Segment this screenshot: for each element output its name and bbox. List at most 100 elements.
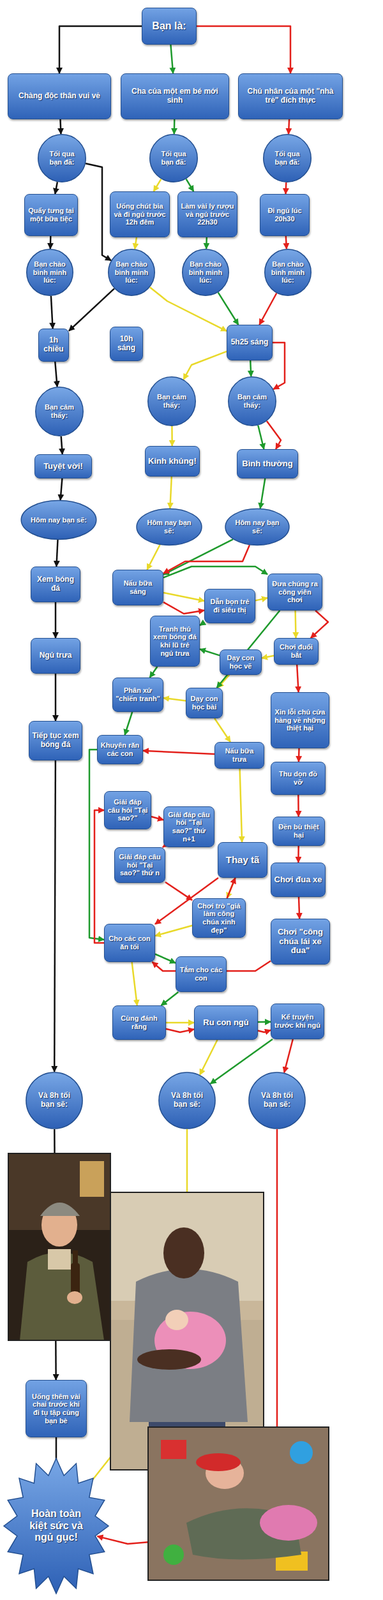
- node-label: Chơi trò "giả làm công chúa xinh đẹp": [195, 902, 243, 936]
- connector: [165, 1029, 195, 1033]
- connector: [297, 795, 300, 818]
- node-outline-shape: [38, 134, 86, 182]
- process-box: Đi ngủ lúc 20h30: [259, 194, 310, 237]
- node-outline-shape: [225, 509, 290, 546]
- connector: [257, 1021, 271, 1024]
- connector: [250, 360, 251, 377]
- connector: [51, 296, 53, 329]
- connector: [169, 476, 172, 509]
- connector: [259, 293, 277, 326]
- node-label: Cha của một em bé mới sinh: [123, 87, 226, 106]
- photo-nursery-part: [148, 1427, 329, 1582]
- node-outline-shape: [3, 1459, 109, 1595]
- connector: [54, 361, 57, 387]
- process-box: Nấu bữa trưa: [214, 742, 265, 770]
- process-box: Nấu bữa sáng: [112, 570, 164, 606]
- node-label: Nấu bữa sáng: [115, 579, 161, 596]
- process-box: Cha của một em bé mới sinh: [120, 73, 230, 120]
- connector: [125, 712, 133, 736]
- node-label: Khuyên răn các con: [100, 741, 140, 758]
- node-label: 1h chiều: [41, 336, 66, 355]
- connector: [257, 1030, 271, 1033]
- connector: [170, 44, 173, 74]
- photo-father-part: [129, 1269, 248, 1423]
- question-circle: Bạn cảm thấy:: [227, 376, 277, 427]
- process-box: Chơi đua xe: [270, 863, 326, 898]
- node-label: Phân xử "chiến tranh": [115, 686, 161, 703]
- node-label: Giải đáp câu hỏi "Tại sao?" thứ n+1: [166, 811, 212, 844]
- process-box: Làm vài ly rượu và ngủ trước 22h30: [177, 191, 238, 238]
- connector: [260, 478, 266, 509]
- node-label: Bạn cảm thấy:: [153, 393, 190, 410]
- connector: [227, 878, 236, 899]
- connector: [171, 426, 173, 447]
- connector: [163, 593, 205, 602]
- node-label: Hôm nay bạn sẽ:: [30, 516, 88, 525]
- process-box: Uống chút bia và đi ngủ trước 12h đêm: [109, 191, 170, 238]
- process-box: Giải đáp câu hỏi "Tại sao?": [104, 791, 152, 830]
- node-outline-shape: [182, 249, 230, 297]
- connector: [132, 962, 138, 1007]
- process-box: Uống thêm vài chai trước khi đi tụ tập c…: [25, 1380, 87, 1439]
- question-circle: Bạn chào bình minh lúc:: [26, 248, 74, 297]
- connector: [227, 878, 236, 899]
- connector: [218, 292, 239, 325]
- process-box: 10h sáng: [109, 326, 143, 362]
- node-label: Bình thường: [240, 459, 295, 470]
- node-label: Quẩy tưng tại một bữa tiệc: [27, 206, 75, 223]
- process-box: Thay tã: [217, 842, 268, 879]
- node-label: Bạn chào bình minh lúc:: [188, 260, 224, 285]
- connector: [255, 598, 268, 601]
- node-label: Tối qua bạn đã:: [269, 150, 306, 166]
- connector: [151, 817, 164, 821]
- node-label: Uống thêm vài chai trước khi đi tụ tập c…: [28, 1393, 84, 1427]
- process-box: Giải đáp câu hỏi "Tại sao?" thứ n+1: [163, 806, 215, 848]
- node-label: Giải đáp câu hỏi "Tại sao?": [107, 798, 149, 823]
- connector: [54, 760, 56, 1073]
- connector: [59, 26, 142, 74]
- node-label: Xin lỗi chủ cửa hàng về những thiệt hại: [273, 708, 327, 733]
- node-label: Tắm cho các con: [178, 966, 224, 983]
- node-outline-shape: [108, 249, 156, 297]
- connector: [153, 179, 162, 192]
- node-label: 5h25 sáng: [229, 338, 270, 348]
- node-label: Chơi đua xe: [273, 875, 323, 886]
- node-label: Kinh khủng!: [148, 457, 197, 467]
- process-box: Tuyệt vời!: [34, 454, 92, 479]
- photo-nursery-part: [163, 1545, 184, 1566]
- process-box: Cho các con ăn tối: [104, 924, 156, 963]
- node-label: Hôm nay bạn sẽ:: [232, 518, 281, 535]
- process-box: Dạy con học bài: [185, 688, 223, 719]
- connector: [61, 436, 63, 455]
- photo-bachelor-part: [8, 1154, 111, 1342]
- question-circle: Và 8h tối bạn sẽ:: [248, 1072, 306, 1130]
- photo-bachelor: [8, 1154, 111, 1342]
- question-circle: Tối qua bạn đã:: [37, 134, 87, 183]
- process-box: Tiếp tục xem bóng đá: [28, 721, 83, 761]
- node-label: Đền bù thiệt hại: [275, 823, 322, 840]
- process-box: Chủ nhân của một "nhà trẻ" đích thực: [238, 73, 343, 120]
- connector: [298, 897, 300, 920]
- node-label: Thu dọn đồ vỡ: [273, 770, 323, 787]
- connector: [183, 351, 228, 380]
- connector: [49, 236, 52, 249]
- node-label: Tối qua bạn đã:: [155, 150, 192, 166]
- node-label: Bạn chào bình minh lúc:: [32, 260, 68, 285]
- node-outline-shape: [263, 134, 311, 182]
- process-box: Kinh khủng!: [144, 446, 200, 477]
- process-box: Phân xử "chiến tranh": [112, 677, 164, 713]
- node-label: Tối qua bạn đã:: [44, 150, 80, 166]
- connector: [310, 610, 329, 639]
- connector: [217, 675, 230, 689]
- question-circle: Tối qua bạn đã:: [262, 134, 312, 183]
- connector: [165, 1022, 195, 1025]
- connector: [68, 288, 115, 331]
- connector: [163, 566, 268, 578]
- photo-bachelor-part: [8, 1154, 111, 1342]
- connector: [56, 540, 58, 567]
- node-label: Nấu bữa trưa: [217, 747, 262, 764]
- connector: [284, 182, 287, 195]
- photo-father-part: [165, 1310, 189, 1331]
